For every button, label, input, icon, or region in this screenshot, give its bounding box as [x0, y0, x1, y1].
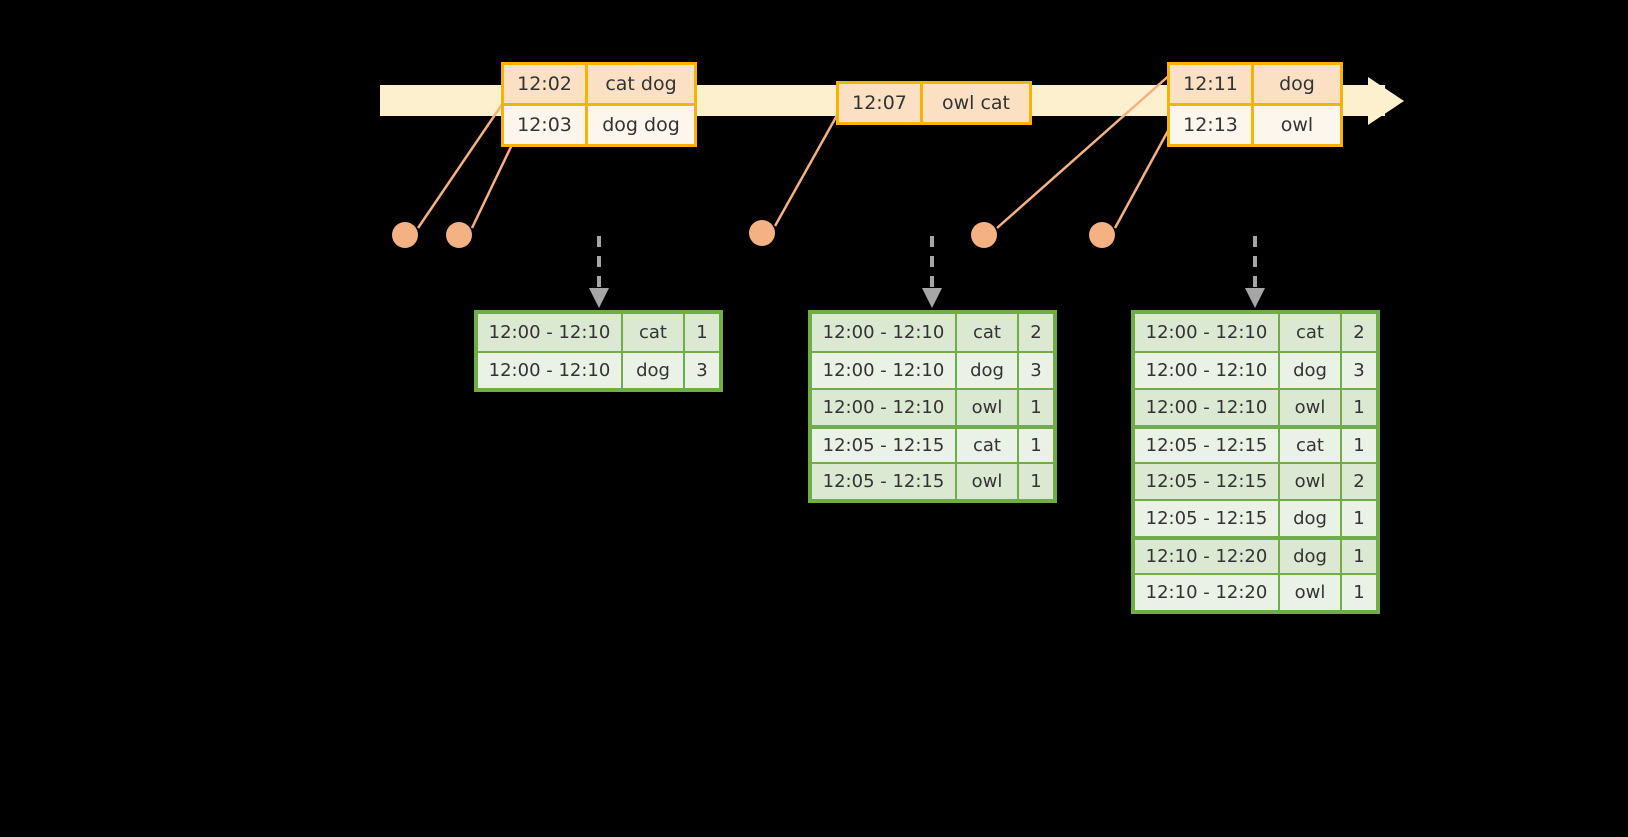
window-range-cell: 12:05 - 12:15 — [812, 429, 957, 462]
count-cell: 1 — [1353, 435, 1365, 456]
count-cell: 1 — [1353, 508, 1365, 529]
timeline-event-box-c[interactable]: 12:11 dog 12:13 owl — [1167, 62, 1343, 147]
event-dot-5 — [1089, 222, 1115, 248]
count-cell: 1 — [1353, 397, 1365, 418]
count-cell: 2 — [1353, 322, 1365, 343]
window-range-cell: 12:00 - 12:10 — [1135, 314, 1280, 351]
count-cell: 2 — [1353, 471, 1365, 492]
word-key-cell: cat — [1280, 314, 1342, 351]
count-cell: 3 — [696, 360, 708, 381]
window-range-cell: 12:05 - 12:15 — [1135, 501, 1280, 536]
timeline-arrow-icon — [1368, 77, 1404, 125]
count-cell: 2 — [1030, 322, 1042, 343]
window-range-cell: 12:10 - 12:20 — [1135, 575, 1280, 610]
timeline-event-box-a[interactable]: 12:02 cat dog 12:03 dog dog — [501, 62, 697, 147]
event-words: cat dog — [605, 73, 677, 95]
word-key-cell: dog — [957, 353, 1019, 388]
count-cell: 3 — [1353, 360, 1365, 381]
count-cell: 3 — [1030, 360, 1042, 381]
word-key-cell: owl — [1280, 575, 1342, 610]
word-key-cell: dog — [1280, 540, 1342, 573]
word-key-cell: dog — [623, 353, 685, 388]
word-key-cell: dog — [1280, 501, 1342, 536]
window-range-cell: 12:05 - 12:15 — [1135, 429, 1280, 462]
timeline-event-row: 12:13 owl — [1170, 103, 1340, 144]
word-key-cell: owl — [957, 464, 1019, 499]
count-cell: 1 — [1353, 546, 1365, 567]
event-words: dog dog — [602, 114, 680, 136]
event-dot-4 — [971, 222, 997, 248]
word-key-cell: cat — [623, 314, 685, 351]
window-range-cell: 12:05 - 12:15 — [812, 464, 957, 499]
event-words: dog — [1279, 73, 1315, 95]
word-key-cell: cat — [957, 314, 1019, 351]
window-range-cell: 12:00 - 12:10 — [1135, 390, 1280, 425]
event-time: 12:13 — [1170, 106, 1254, 144]
window-range-cell: 12:10 - 12:20 — [1135, 540, 1280, 573]
timeline-event-box-b[interactable]: 12:07 owl cat — [836, 81, 1032, 125]
word-key-cell: owl — [957, 390, 1019, 425]
word-key-cell: dog — [1280, 353, 1342, 388]
count-cell: 1 — [1353, 582, 1365, 603]
event-words: owl cat — [941, 92, 1011, 114]
window-range-cell: 12:00 - 12:10 — [478, 353, 623, 388]
event-time: 12:03 — [504, 106, 588, 144]
count-cell: 1 — [696, 322, 708, 343]
event-dot-2 — [446, 222, 472, 248]
window-range-cell: 12:05 - 12:15 — [1135, 464, 1280, 499]
word-key-cell: cat — [1280, 429, 1342, 462]
timeline-event-row: 12:02 cat dog — [504, 65, 694, 103]
event-time: 12:02 — [504, 65, 588, 103]
window-range-cell: 12:00 - 12:10 — [812, 314, 957, 351]
timeline-event-row: 12:07 owl cat — [839, 84, 1029, 122]
window-range-cell: 12:00 - 12:10 — [1135, 353, 1280, 388]
event-time: 12:07 — [839, 84, 923, 122]
event-dot-1 — [392, 222, 418, 248]
window-range-cell: 12:00 - 12:10 — [478, 314, 623, 351]
word-key-cell: cat — [957, 429, 1019, 462]
count-cell: 1 — [1030, 397, 1042, 418]
word-key-cell: owl — [1280, 390, 1342, 425]
timeline-event-row: 12:11 dog — [1170, 65, 1340, 103]
event-words: owl — [1280, 114, 1314, 136]
word-key-cell: owl — [1280, 464, 1342, 499]
event-time: 12:11 — [1170, 65, 1254, 103]
timeline-event-row: 12:03 dog dog — [504, 103, 694, 144]
count-cell: 1 — [1030, 471, 1042, 492]
window-range-cell: 12:00 - 12:10 — [812, 353, 957, 388]
event-dot-3 — [749, 220, 775, 246]
window-range-cell: 12:00 - 12:10 — [812, 390, 957, 425]
count-cell: 1 — [1030, 435, 1042, 456]
